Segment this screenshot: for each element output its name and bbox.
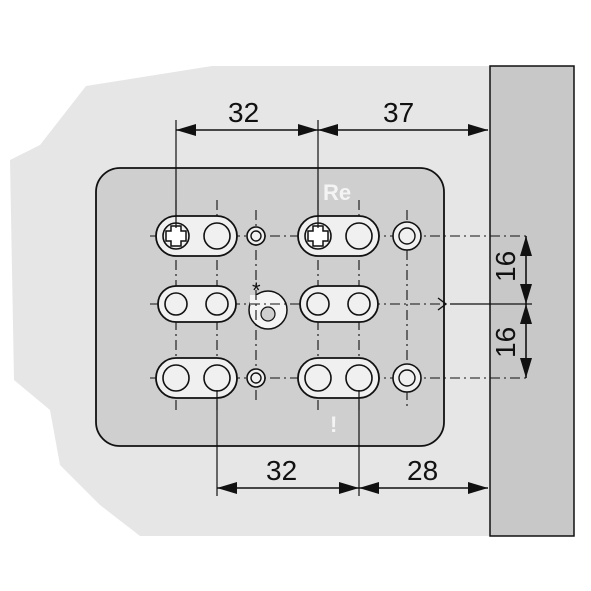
phillips-screw-icon: [307, 225, 329, 247]
small-hole-row3: [246, 368, 266, 388]
plate-mark-bottom: !: [330, 412, 337, 437]
slot-row3-left: [155, 357, 238, 399]
plate-mark-top: Re: [323, 180, 351, 205]
small-hole-row1: [246, 226, 266, 246]
slot-row2-left: [157, 285, 237, 323]
round-hole-row1: [392, 221, 422, 251]
dimension-top-left: [176, 124, 318, 136]
dimension-top-right: [318, 124, 488, 136]
dimension-label-right-lower: 16: [490, 327, 521, 358]
dimension-label-top-right: 37: [383, 97, 414, 128]
plate-edge-notch: [437, 297, 448, 311]
slot-row3-right: [297, 357, 380, 399]
phillips-screw-icon: [165, 225, 187, 247]
dimension-label-right-upper: 16: [490, 251, 521, 282]
dimension-label-bottom-right: 28: [407, 455, 438, 486]
slot-row2-right: [299, 285, 379, 323]
dimension-label-top-left: 32: [228, 97, 259, 128]
cabinet-wall: [489, 65, 575, 537]
dimension-right-vertical: [450, 236, 532, 378]
dimension-label-bottom-left: 32: [266, 455, 297, 486]
dimension-bottom-right: [359, 482, 488, 494]
dimension-bottom-left: [217, 482, 359, 494]
round-hole-row3: [392, 363, 422, 393]
